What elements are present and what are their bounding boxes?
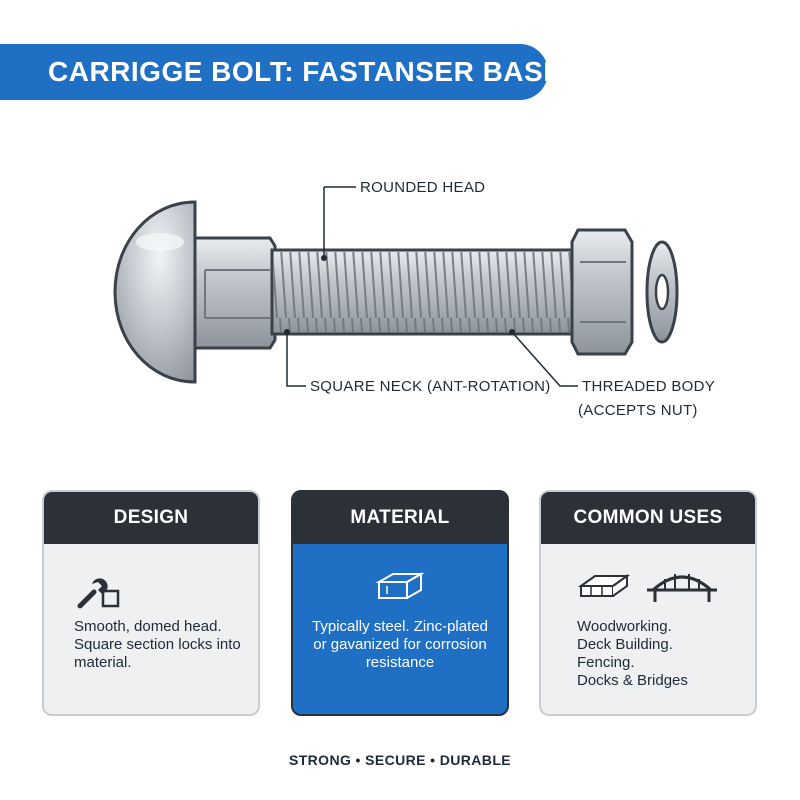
- title-banner: CARRIGGE BOLT: FASTANSER BASICS: [0, 44, 591, 100]
- use-item-docks-bridges: Docks & Bridges: [577, 672, 688, 689]
- use-item-woodworking: Woodworking.: [577, 618, 672, 635]
- uses-card-heading: COMMON USES: [541, 492, 755, 544]
- callout-body-label-1: THREADED BODY: [582, 378, 715, 395]
- bolt-diagram: ROUNDED HEAD SQUARE NECK (ANT-ROTATION) …: [113, 179, 715, 419]
- hex-nut: [570, 228, 634, 356]
- washer: [645, 240, 679, 344]
- square-neck: [193, 236, 277, 350]
- design-card: DESIGN Smooth, domed head. Square sectio…: [42, 490, 260, 716]
- tagline: STRONG • SECURE • DURABLE: [288, 752, 512, 768]
- material-card: MATERIAL Typically steel. Zinc-plated or…: [291, 490, 509, 716]
- callout-neck-label: SQUARE NECK (ANT-ROTATION): [310, 378, 551, 395]
- callout-body-label-2: (ACCEPTS NUT): [578, 402, 698, 419]
- material-card-heading: MATERIAL: [293, 492, 507, 544]
- page-title: CARRIGGE BOLT: FASTANSER BASICS: [48, 56, 592, 87]
- rounded-head: [113, 200, 197, 384]
- callout-rounded-head: ROUNDED HEAD: [321, 179, 485, 261]
- material-card-text: Typically steel. Zinc-plated or gavanize…: [312, 618, 488, 671]
- bridge-icon: [647, 574, 717, 602]
- uses-card: COMMON USES Woodworking. Deck Building. …: [539, 490, 757, 716]
- threaded-body: [270, 248, 584, 336]
- uses-card-list: Woodworking. Deck Building. Fencing. Doc…: [577, 618, 747, 690]
- design-card-heading: DESIGN: [44, 492, 258, 544]
- callout-head-label: ROUNDED HEAD: [360, 179, 485, 196]
- lumber-icon: [577, 574, 631, 597]
- steel-bar-icon: [375, 572, 425, 599]
- design-card-text: Smooth, domed head. Square section locks…: [74, 618, 241, 671]
- use-item-deck-building: Deck Building.: [577, 636, 673, 653]
- callout-threaded-body: THREADED BODY (ACCEPTS NUT): [509, 329, 715, 419]
- callout-square-neck: SQUARE NECK (ANT-ROTATION): [284, 329, 551, 395]
- wrench-icon: [77, 578, 120, 609]
- use-item-fencing: Fencing.: [577, 654, 635, 671]
